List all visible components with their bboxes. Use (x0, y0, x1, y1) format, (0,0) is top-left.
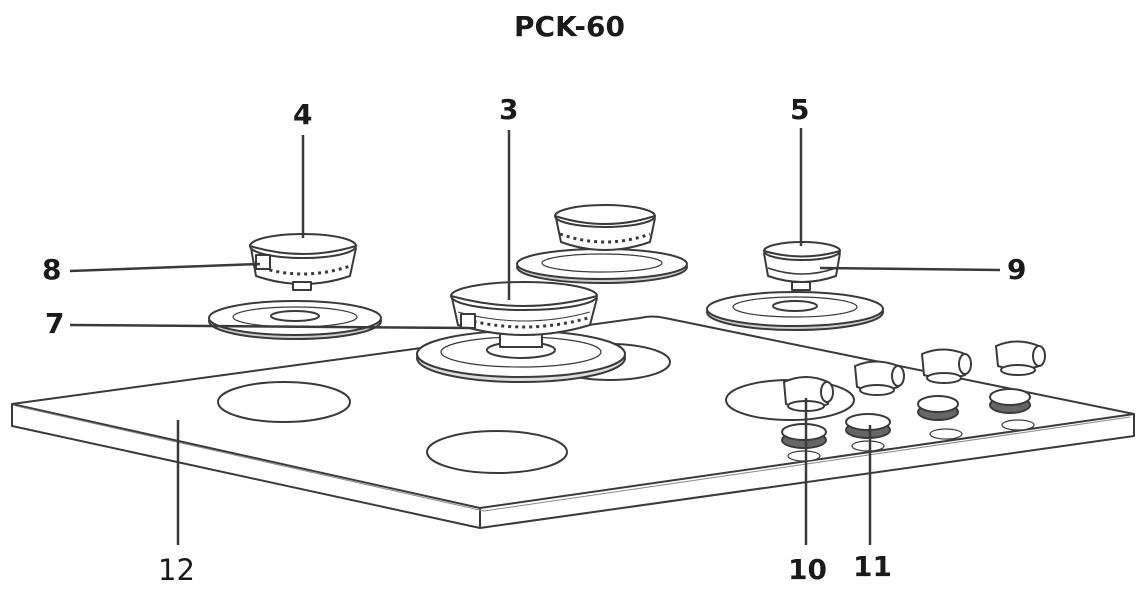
callout-5: 5 (790, 93, 810, 126)
burner-back (516, 204, 688, 284)
knob-2 (854, 360, 905, 396)
knob-4 (995, 340, 1046, 376)
callout-8: 8 (42, 253, 62, 286)
knob-1 (783, 376, 834, 412)
leader-lines (69, 128, 1001, 545)
burner-base-right (706, 291, 884, 331)
knob-3 (921, 348, 972, 384)
burner-cap-large (450, 281, 598, 336)
callout-11: 11 (853, 550, 892, 583)
callout-4: 4 (293, 98, 313, 131)
burner-cap-small-left (249, 233, 357, 291)
callout-3: 3 (499, 93, 519, 126)
plate-hole-center (426, 430, 568, 474)
burner-cap-small-right (763, 241, 841, 291)
callout-12: 12 (158, 553, 195, 587)
knob-bezels (781, 388, 1035, 462)
control-knobs (783, 340, 1046, 412)
callout-9: 9 (1007, 253, 1027, 286)
plate-hole-left (217, 381, 351, 423)
burner-base-left (208, 300, 382, 340)
diagram-title: PCK-60 (514, 10, 625, 43)
center-burner-base (416, 324, 626, 383)
callout-7: 7 (45, 307, 65, 340)
callout-10: 10 (788, 553, 827, 586)
hob-plate (11, 315, 1135, 529)
